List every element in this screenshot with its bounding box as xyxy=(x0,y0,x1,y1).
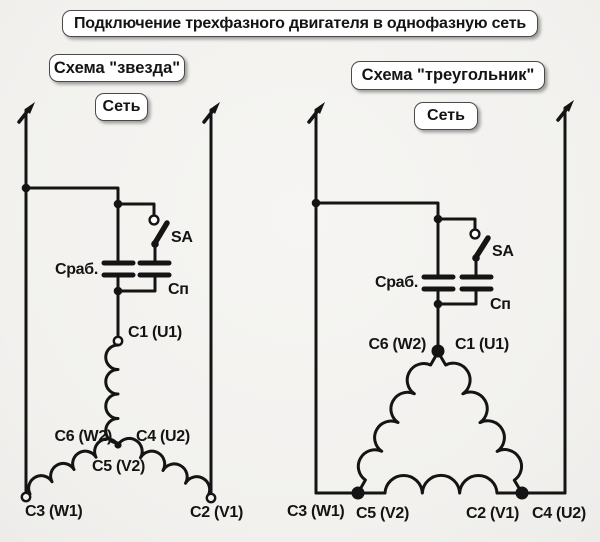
delta-terminal-label-c1: C1 (U1) xyxy=(455,336,509,353)
delta-scheme-circuit xyxy=(307,100,574,500)
delta-terminal-label-c2: C2 (V1) xyxy=(466,505,520,522)
delta-cap-branch-wire xyxy=(314,201,440,278)
mains-arrow-icon xyxy=(556,100,574,122)
junction-dot xyxy=(311,198,321,208)
delta-winding-bottom-edge xyxy=(314,473,567,495)
delta-run-cap-label: Сраб. xyxy=(374,274,418,291)
junction-dot xyxy=(113,286,123,296)
star-terminal-label-c1: C1 (U1) xyxy=(128,324,182,341)
star-start-capacitor xyxy=(137,260,172,278)
diagram-title: Подключение трехфазного двигателя в одно… xyxy=(62,10,538,37)
star-winding-w xyxy=(27,437,120,496)
mains-arrow-icon xyxy=(17,102,35,124)
star-terminal-label-c4: C4 (U2) xyxy=(136,428,190,445)
delta-run-capacitor xyxy=(421,274,456,292)
star-scheme-circuit xyxy=(17,102,220,504)
delta-terminal-label-c5: C5 (V2) xyxy=(356,505,410,522)
star-run-capacitor xyxy=(101,260,136,278)
star-terminal-label-c2: C2 (V1) xyxy=(190,504,244,521)
delta-switch-lever xyxy=(473,235,491,260)
star-terminal-c2 xyxy=(205,492,217,504)
star-switch-lever xyxy=(152,220,170,246)
delta-start-capacitor xyxy=(459,274,494,292)
junction-dot xyxy=(21,183,31,193)
delta-switch-wire xyxy=(436,217,477,231)
star-switch-wire xyxy=(116,202,156,217)
star-terminal-c3 xyxy=(20,491,32,503)
delta-vertex-dot-right xyxy=(515,486,529,500)
delta-net-label: Сеть xyxy=(414,102,478,130)
delta-vertex-dot-left xyxy=(351,486,365,500)
star-terminal-label-c6: C6 (W2) xyxy=(54,428,113,445)
star-switch-contact xyxy=(148,214,160,226)
delta-cap-bottom-wire xyxy=(436,290,478,306)
delta-switch-label: SA xyxy=(492,243,514,260)
star-terminal-label-c5: C5 (V2) xyxy=(92,458,146,475)
delta-winding-left-edge xyxy=(356,350,440,495)
star-cap-bottom-wire xyxy=(116,276,157,293)
mains-arrow-icon xyxy=(202,102,220,124)
star-switch-label: SA xyxy=(171,229,193,246)
star-run-cap-label: Сраб. xyxy=(54,261,98,278)
delta-start-cap-label: Сп xyxy=(490,296,511,313)
delta-terminal-label-c3: C3 (W1) xyxy=(287,503,345,520)
delta-winding-right-edge xyxy=(436,350,524,495)
delta-terminal-label-c4: C4 (U2) xyxy=(532,505,586,522)
star-net-label: Сеть xyxy=(95,93,148,121)
delta-switch-contact xyxy=(469,228,481,240)
star-terminal-label-c3: C3 (W1) xyxy=(25,503,83,520)
star-scheme-title: Схема "звезда" xyxy=(49,54,185,82)
mains-arrow-icon xyxy=(307,102,325,124)
star-winding-u xyxy=(104,343,120,445)
star-start-cap-label: Сп xyxy=(168,281,189,298)
star-cap-branch-wire xyxy=(24,186,120,264)
delta-terminal-label-c6: C6 (W2) xyxy=(368,336,427,353)
delta-scheme-title: Схема "треугольник" xyxy=(351,61,545,90)
star-winding-v xyxy=(116,436,212,498)
junction-dot xyxy=(433,299,443,309)
